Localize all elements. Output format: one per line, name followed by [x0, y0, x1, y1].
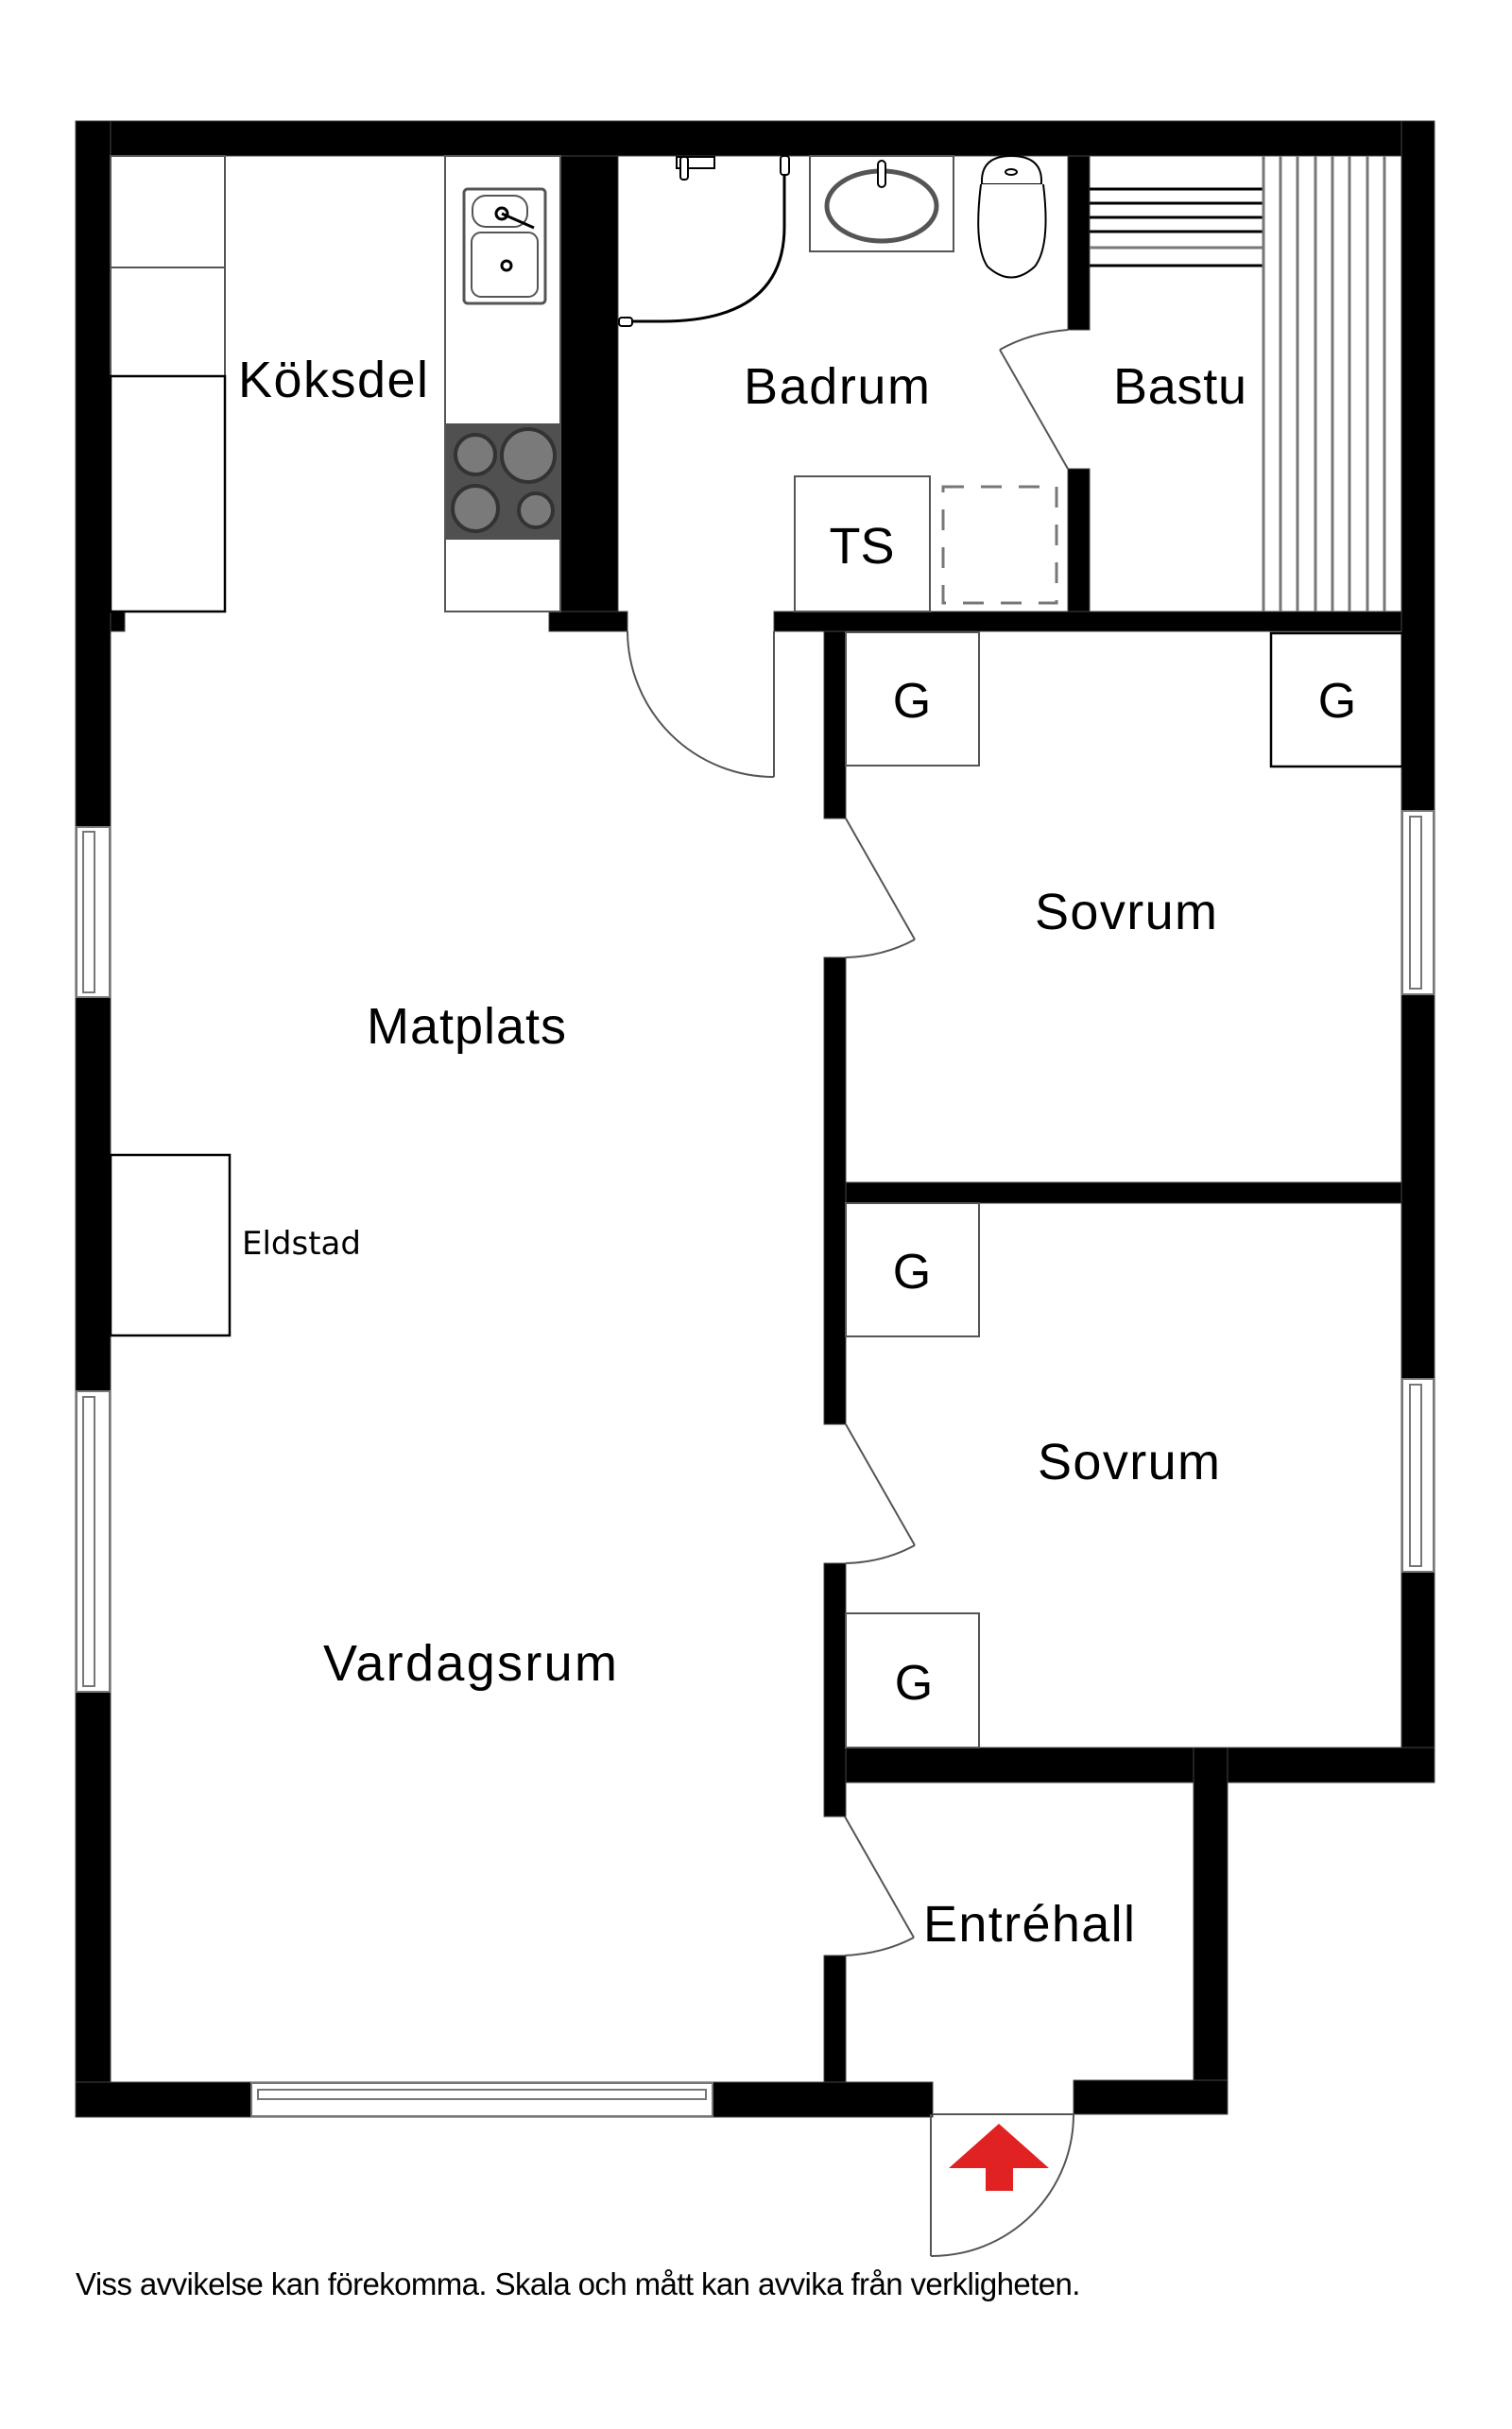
washbasin-icon	[809, 155, 954, 252]
window-bottom	[250, 2082, 713, 2117]
outer-walls	[75, 120, 1435, 2118]
room-label-vardagsrum: Vardagsrum	[323, 1635, 617, 1692]
room-label-sovrum-2: Sovrum	[1038, 1434, 1220, 1490]
door-entrance[interactable]	[930, 2113, 1074, 2258]
door-sauna[interactable]	[999, 329, 1069, 470]
dryer-space-dashed	[941, 485, 1058, 605]
svg-text:G: G	[893, 1245, 931, 1300]
room-label-bastu: Bastu	[1113, 358, 1246, 415]
window-left-upper	[76, 826, 111, 998]
door-bedroom2[interactable]	[845, 1423, 916, 1564]
window-bedroom2	[1401, 1378, 1435, 1573]
washer-label: TS	[829, 518, 894, 575]
fireplace-label: Eldstad	[242, 1225, 361, 1263]
disclaimer-text: Viss avvikelse kan förekomma. Skala och …	[76, 2266, 1080, 2301]
door-bedroom1[interactable]	[845, 818, 916, 958]
fireplace: Eldstad	[109, 1153, 361, 1337]
svg-text:G: G	[893, 674, 931, 729]
wardrobe-bedroom2-bottom: G	[845, 1612, 980, 1749]
door-entrehall[interactable]	[844, 1816, 915, 1956]
svg-text:G: G	[1318, 674, 1356, 729]
wardrobe-bedroom2-top: G	[845, 1202, 980, 1337]
kitchen-cabinets-left	[109, 155, 227, 613]
wardrobe-bedroom1-right: G	[1269, 631, 1404, 768]
interior-walls	[110, 155, 1402, 2083]
wardrobe-bedroom1-left: G	[845, 631, 980, 767]
window-bedroom1	[1401, 810, 1435, 995]
door-bathroom[interactable]	[627, 630, 775, 778]
room-label-sovrum-1: Sovrum	[1035, 884, 1217, 940]
shower-curtain-icon	[618, 155, 790, 327]
kitchen-sink-icon	[462, 187, 547, 305]
sauna-benches	[1090, 156, 1386, 612]
svg-text:G: G	[895, 1656, 933, 1711]
room-label-koksdel: Köksdel	[238, 352, 428, 408]
window-left-lower	[76, 1390, 111, 1693]
kitchen-counter	[444, 155, 561, 612]
washing-machine: TS	[794, 475, 931, 612]
stove-icon	[446, 423, 560, 540]
room-label-badrum: Badrum	[744, 358, 930, 415]
room-label-matplats: Matplats	[367, 998, 566, 1055]
toilet-icon	[977, 154, 1047, 279]
entrance-arrow-icon	[949, 2124, 1049, 2191]
room-label-entrehall: Entréhall	[923, 1896, 1135, 1953]
